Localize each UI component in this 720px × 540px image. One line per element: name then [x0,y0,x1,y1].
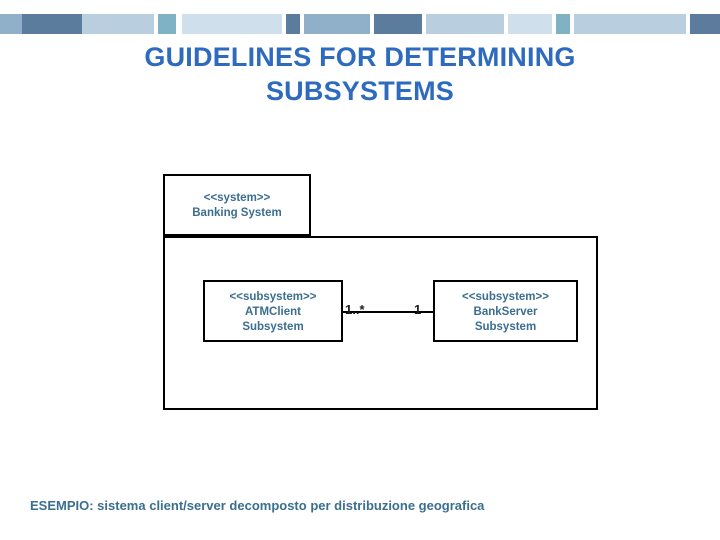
association-line [343,311,433,313]
subsystem-bankserver-name-line2: Subsystem [474,321,537,333]
page-title-line-2: SUBSYSTEMS [265,76,455,106]
topbar-segment-10 [508,14,552,34]
subsystem-bankserver-name-line1: BankServer [473,306,538,318]
slide-caption: ESEMPIO: sistema client/server decompost… [30,498,485,513]
topbar-segment-5 [182,14,282,34]
page-title-line-1: GUIDELINES FOR DETERMINING [144,42,576,72]
system-header-box: <<system>> Banking System [163,174,311,236]
page-title: GUIDELINES FOR DETERMINING SUBSYSTEMS [0,40,720,108]
uml-diagram: <<system>> Banking System <<subsystem>> … [0,150,720,450]
subsystem-bankserver-stereotype: <<subsystem>> [462,291,549,303]
topbar-segment-3 [82,14,154,34]
subsystem-box-bankserver: <<subsystem>> BankServer Subsystem [433,280,578,342]
topbar-segment-12 [574,14,686,34]
system-stereotype: <<system>> [203,192,271,204]
multiplicity-right: 1 [414,302,422,317]
subsystem-atmclient-name-line2: Subsystem [242,321,304,333]
topbar-segment-4 [158,14,176,34]
topbar-segment-11 [556,14,570,34]
subsystem-bankserver-text: <<subsystem>> BankServer Subsystem [435,290,576,335]
topbar-segment-2 [22,14,82,34]
topbar-segment-6 [286,14,300,34]
topbar-segment-8 [374,14,422,34]
decorative-top-bar [0,14,720,34]
topbar-segment-1 [0,14,22,34]
topbar-segment-9 [426,14,504,34]
topbar-segment-13 [690,14,720,34]
subsystem-box-atmclient: <<subsystem>> ATMClient Subsystem [203,280,343,342]
system-header-text: <<system>> Banking System [165,191,309,221]
subsystem-atmclient-name-line1: ATMClient [244,306,301,318]
system-name: Banking System [192,207,282,219]
subsystem-atmclient-text: <<subsystem>> ATMClient Subsystem [205,290,341,335]
multiplicity-left: 1..* [345,302,365,317]
topbar-segment-7 [304,14,370,34]
subsystem-atmclient-stereotype: <<subsystem>> [229,291,317,303]
